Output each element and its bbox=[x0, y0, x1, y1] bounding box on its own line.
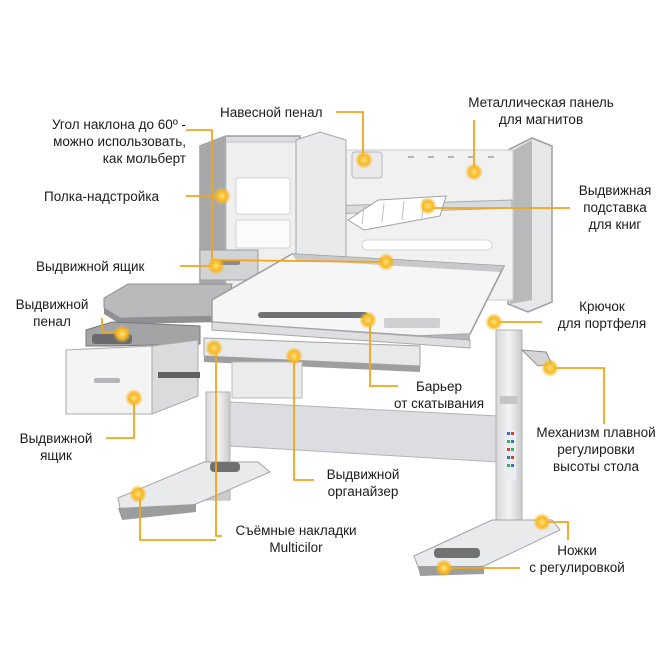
callout-dot-tilt-angle bbox=[377, 253, 395, 271]
label-covers: Съёмные накладки Multicilor bbox=[235, 523, 357, 555]
callout-dot-covers-top bbox=[205, 339, 223, 357]
callout-line-drawer-bottom bbox=[106, 400, 135, 439]
callout-dots bbox=[113, 151, 559, 577]
callout-dot-drawer-bottom bbox=[125, 389, 143, 407]
callout-dot-bag-hook bbox=[485, 313, 503, 331]
callout-line-tilt-angle bbox=[186, 129, 387, 263]
callout-dot-covers-foot bbox=[129, 485, 147, 503]
label-tilt-angle: Угол наклона до 60º - можно использовать… bbox=[51, 117, 186, 166]
callout-dot-roll-barrier bbox=[359, 311, 377, 329]
label-magnetic-panel: Металлическая панель для магнитов bbox=[468, 95, 614, 127]
label-roll-barrier: Барьер от скатывания bbox=[393, 379, 485, 411]
callout-dot-drawer-top bbox=[207, 257, 225, 275]
label-organizer: Выдвижной органайзер bbox=[326, 467, 400, 499]
callout-dot-book-stand bbox=[419, 197, 437, 215]
callout-dot-height-mechanism bbox=[541, 359, 559, 377]
label-book-stand: Выдвижная подставка для книг bbox=[578, 183, 652, 232]
callout-line-roll-barrier bbox=[369, 322, 398, 387]
callout-dot-hanging-case bbox=[355, 151, 373, 169]
callout-dot-shelf-top bbox=[213, 187, 231, 205]
label-shelf-top: Полка-надстройка bbox=[44, 189, 160, 204]
desk-top bbox=[103, 253, 506, 349]
label-height-mechanism: Механизм плавной регулировки высоты стол… bbox=[536, 425, 656, 474]
callout-dot-organizer bbox=[285, 347, 303, 365]
label-bag-hook: Крючок для портфеля bbox=[557, 299, 647, 331]
label-drawer-bottom: Выдвижной ящик bbox=[19, 431, 93, 463]
drawers bbox=[65, 321, 421, 415]
callout-line-hanging-case bbox=[336, 111, 364, 160]
callout-dot-legs-front bbox=[435, 559, 453, 577]
label-pencil-case: Выдвижной пенал bbox=[15, 297, 89, 329]
callout-line-height-mechanism bbox=[550, 367, 605, 424]
label-hanging-case: Навесной пенал bbox=[220, 105, 323, 120]
callout-line-organizer bbox=[293, 356, 314, 481]
callout-line-covers-b bbox=[139, 496, 216, 541]
callout-lines bbox=[101, 111, 605, 569]
label-drawer-top: Выдвижной ящик bbox=[36, 259, 145, 274]
frame bbox=[117, 329, 561, 576]
callout-dot-magnetic-panel bbox=[465, 163, 483, 181]
callout-dot-pencil-case bbox=[113, 325, 131, 343]
callout-dot-legs-right bbox=[533, 513, 551, 531]
label-legs: Ножки с регулировкой bbox=[529, 543, 625, 575]
callout-line-covers-a bbox=[215, 348, 222, 537]
